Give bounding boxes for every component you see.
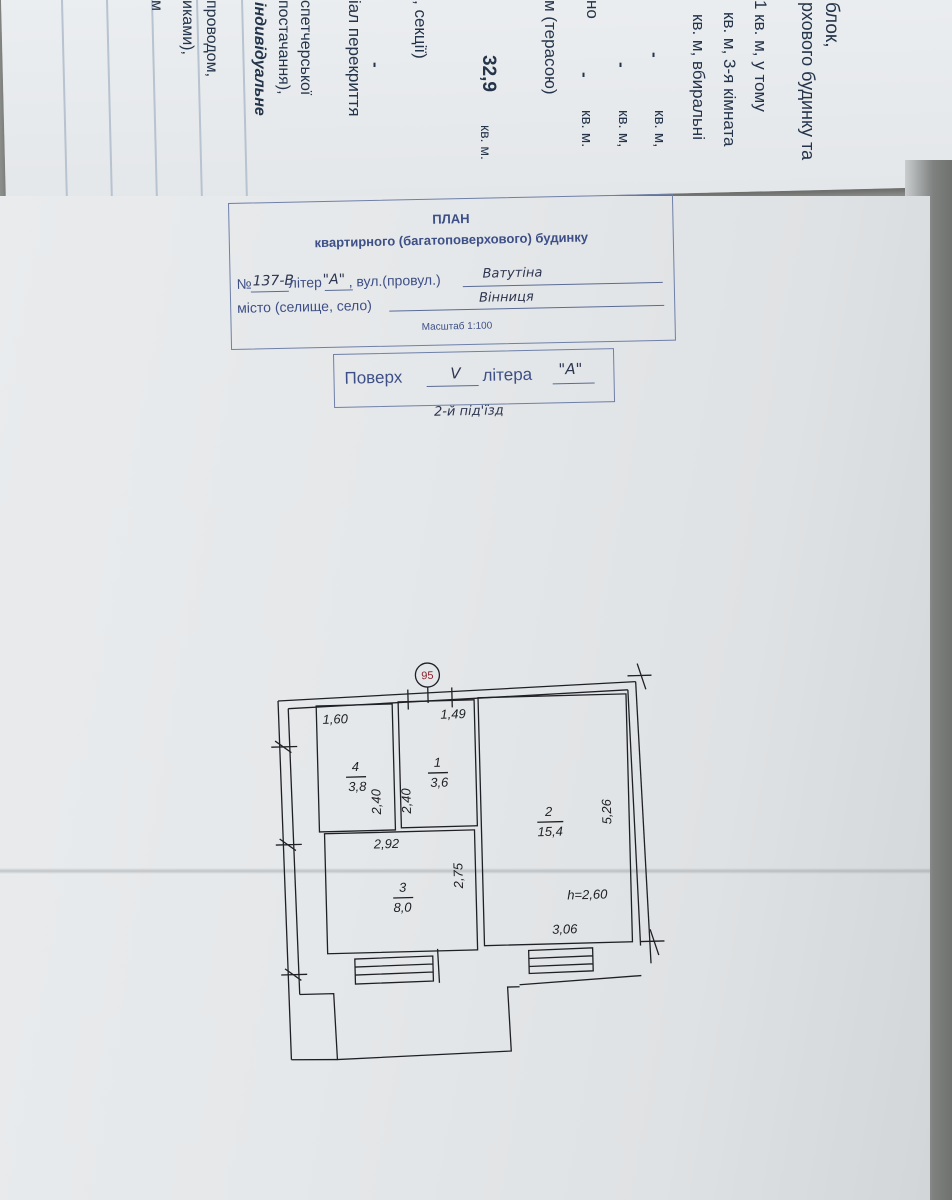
top-text-line: кв. м. bbox=[578, 110, 595, 148]
room-3-number: 3 bbox=[399, 880, 407, 895]
door-steps bbox=[354, 955, 435, 985]
top-text-line: кв. м, bbox=[651, 110, 668, 148]
top-text-line: рхового будинку та bbox=[798, 2, 818, 161]
top-text-line: м bbox=[148, 0, 165, 11]
paper-fold bbox=[0, 868, 930, 874]
underline bbox=[324, 289, 353, 291]
building-liter: "А" bbox=[322, 271, 346, 289]
area-fraction-line bbox=[427, 771, 448, 774]
street-label: , вул.(провул.) bbox=[348, 271, 441, 290]
door-steps bbox=[527, 947, 594, 975]
wall bbox=[287, 708, 301, 995]
underline bbox=[462, 281, 663, 288]
underline bbox=[389, 304, 665, 312]
room-1-outline bbox=[397, 699, 479, 829]
top-text-line: 1 кв. м, у тому bbox=[751, 0, 770, 112]
room-1-area: 3,6 bbox=[430, 775, 449, 790]
dim-room1-width: 1,49 bbox=[440, 706, 466, 722]
room-2-area: 15,4 bbox=[537, 824, 563, 840]
floor-block: Поверх V літера "А" bbox=[333, 348, 616, 408]
top-text-line: іал перекриття bbox=[345, 0, 364, 117]
top-text-line: кв. м. bbox=[478, 125, 494, 160]
area-fraction-line bbox=[346, 776, 367, 778]
top-text-line: блок, bbox=[821, 2, 842, 48]
number-label: № bbox=[236, 275, 252, 292]
plan-page bbox=[0, 196, 930, 1200]
top-text-line: спетчерської bbox=[297, 0, 314, 96]
ruled-line bbox=[104, 0, 114, 208]
dim-room2-width: 3,06 bbox=[552, 921, 578, 937]
top-text-line: проводом, bbox=[203, 0, 220, 78]
top-text-line: кв. м, bbox=[615, 110, 632, 148]
area-fraction-line bbox=[393, 896, 414, 899]
scale-note: Масштаб 1:100 bbox=[421, 320, 493, 333]
title-subheading: квартирного (багатоповерхового) будинку bbox=[314, 229, 589, 251]
top-text-line: м (терасою) bbox=[541, 0, 560, 95]
underline bbox=[552, 382, 595, 385]
liter-label: літер bbox=[288, 274, 322, 291]
top-text-line: но bbox=[583, 0, 602, 19]
floor-label: Поверх bbox=[344, 367, 403, 388]
room-4-area: 3,8 bbox=[348, 779, 367, 794]
ruled-line bbox=[149, 0, 159, 207]
top-total-area: 32,9 bbox=[478, 55, 499, 92]
floor-liter-label: літера bbox=[482, 364, 533, 385]
wall bbox=[519, 974, 642, 986]
room-4-outline bbox=[315, 703, 397, 833]
dim-room1-length: 2,40 bbox=[398, 787, 414, 814]
top-text-line: кв. м, 3-я кімната bbox=[720, 12, 739, 147]
title-heading: ПЛАН bbox=[432, 210, 470, 227]
dim-room3-length: 2,75 bbox=[450, 862, 466, 889]
top-text-line: кв. м, вбиральні bbox=[689, 14, 708, 140]
room-3-outline bbox=[323, 829, 479, 955]
break-mark bbox=[281, 968, 308, 981]
dim-room2-length: 5,26 bbox=[599, 798, 615, 824]
title-block: ПЛАН квартирного (багатоповерхового) буд… bbox=[228, 193, 676, 350]
ceiling-height: h=2,60 bbox=[567, 886, 608, 902]
balcony-outline bbox=[299, 986, 520, 1061]
break-mark bbox=[640, 929, 665, 956]
wall bbox=[627, 689, 642, 946]
room-2-number: 2 bbox=[544, 804, 553, 819]
room-3-area: 8,0 bbox=[393, 900, 412, 915]
area-fraction-line bbox=[537, 820, 564, 823]
room-4-number: 4 bbox=[352, 759, 360, 774]
wall bbox=[291, 1058, 338, 1061]
top-text-line: , секції) bbox=[411, 0, 430, 59]
ruled-line bbox=[59, 0, 69, 209]
top-text-line: иками), bbox=[179, 0, 196, 55]
room-1-number: 1 bbox=[433, 755, 441, 770]
floor-plan: 95 1,60 1,49 4 3,8 1 3,6 2 15,4 3 8,0 2,… bbox=[271, 662, 665, 1061]
ruled-line bbox=[239, 0, 249, 205]
top-text-line: - bbox=[366, 62, 385, 68]
wall bbox=[277, 680, 636, 702]
city-name: Вінниця bbox=[478, 289, 534, 306]
underline bbox=[426, 384, 479, 388]
window-mark bbox=[407, 687, 453, 710]
floor-number: V bbox=[450, 364, 461, 383]
break-mark bbox=[627, 663, 652, 690]
apartment-marker bbox=[414, 662, 441, 688]
top-text-line: постачання), bbox=[275, 0, 292, 95]
door-post bbox=[436, 948, 441, 983]
break-mark bbox=[275, 838, 302, 852]
top-text-line: - bbox=[612, 62, 631, 68]
dim-room3-width: 2,92 bbox=[373, 836, 400, 852]
wall bbox=[277, 700, 293, 1060]
break-mark bbox=[271, 740, 298, 754]
dim-room4-length: 2,40 bbox=[368, 788, 384, 815]
top-text-line: - bbox=[645, 52, 664, 58]
top-text-line: - bbox=[575, 72, 594, 78]
dim-room4-width: 1,60 bbox=[322, 711, 348, 727]
street-name: Ватутіна bbox=[482, 265, 543, 282]
entrance-note: 2-й під'їзд bbox=[433, 403, 504, 420]
city-label: місто (селище, село) bbox=[237, 297, 373, 316]
top-text-line: індивідуальне bbox=[251, 2, 268, 116]
apartment-number: 95 bbox=[421, 670, 434, 682]
floor-liter: "А" bbox=[558, 359, 583, 379]
room-2-outline bbox=[477, 693, 634, 947]
underline bbox=[250, 290, 289, 293]
wall bbox=[634, 681, 652, 964]
